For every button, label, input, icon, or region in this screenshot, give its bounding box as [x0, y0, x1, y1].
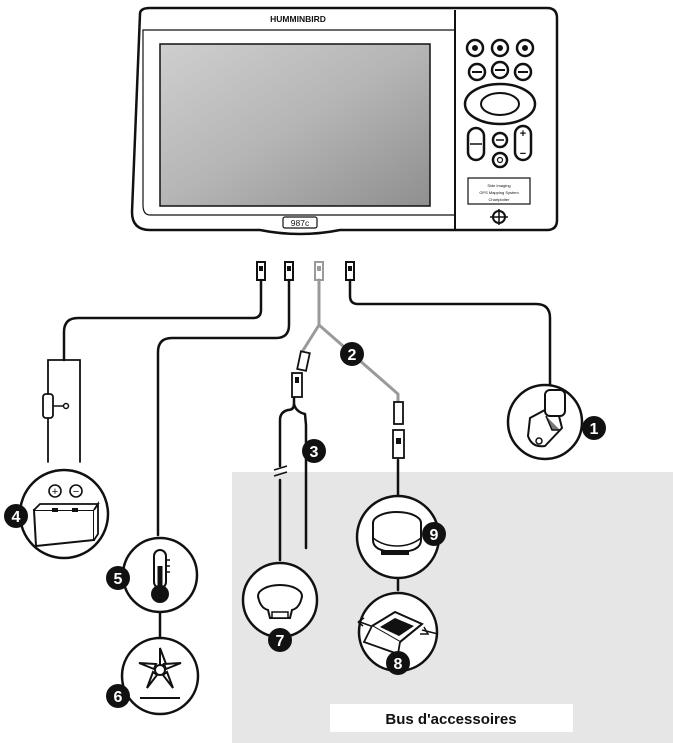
- display-unit: HUMMINBIRD 987c + −: [130, 6, 559, 236]
- zoom-rocker: [513, 124, 533, 162]
- accessory-bus-label-box: Bus d'accessoires: [330, 704, 573, 732]
- cable-temp-speed: [156, 278, 291, 537]
- callout-7-label: 7: [276, 633, 285, 650]
- svg-text:+: +: [52, 486, 58, 498]
- model-label: 987c: [291, 218, 310, 228]
- panel-text-1: Side Imaging: [487, 183, 510, 188]
- power-key: [491, 151, 509, 169]
- gps-heading-sensor-icon: [355, 494, 441, 580]
- panel-text-3: Chartplotter: [489, 197, 511, 202]
- device-screen: [159, 43, 431, 207]
- callout-1-label: 1: [590, 421, 599, 438]
- battery-icon: + −: [18, 468, 110, 560]
- keypad: + −: [463, 38, 537, 169]
- callout-2-label: 2: [348, 347, 357, 364]
- callout-9-label: 9: [430, 527, 439, 544]
- paddlewheel-icon: [120, 636, 200, 716]
- gps-receiver-icon: [241, 561, 319, 639]
- callout-3-label: 3: [310, 444, 319, 461]
- accessory-bus-label: Bus d'accessoires: [385, 711, 516, 728]
- callout-3: 3: [302, 439, 326, 463]
- inline-connectors: [291, 350, 405, 459]
- panel-label-plate: [467, 177, 531, 205]
- svg-text:−: −: [73, 486, 79, 498]
- thermometer-icon: [121, 536, 199, 614]
- callout-9: 9: [422, 522, 446, 546]
- callout-6-label: 6: [114, 689, 123, 706]
- callout-2: 2: [340, 342, 364, 366]
- cable-transducer: [348, 278, 552, 390]
- callout-4: 4: [4, 504, 28, 528]
- connectors: [256, 261, 355, 281]
- callout-5-label: 5: [114, 571, 123, 588]
- mounting-knob: [490, 209, 508, 225]
- svg-text:−: −: [520, 148, 526, 160]
- cable-gps: [278, 396, 296, 468]
- brand-logo: HUMMINBIRD: [270, 14, 326, 24]
- callout-6: 6: [106, 684, 130, 708]
- cable-power: [62, 278, 263, 362]
- callout-8: 8: [386, 651, 410, 675]
- callout-4-label: 4: [12, 509, 21, 526]
- callout-7: 7: [268, 628, 292, 652]
- panel-text-2: GPS Mapping System: [479, 190, 519, 195]
- callout-1: 1: [582, 416, 606, 440]
- callout-8-label: 8: [394, 656, 403, 673]
- transducer-icon: [506, 383, 584, 461]
- fuse-icon: [42, 393, 70, 419]
- svg-text:+: +: [520, 128, 526, 140]
- callout-5: 5: [106, 566, 130, 590]
- cable-break-mark: [273, 465, 288, 477]
